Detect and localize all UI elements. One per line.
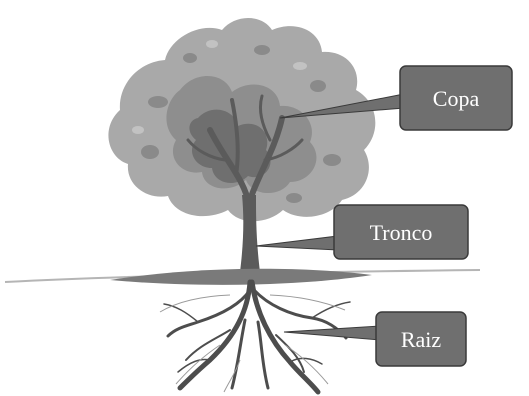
tree-root-hairs: [159, 294, 346, 393]
crown-label: Copa: [433, 86, 480, 111]
trunk-label: Tronco: [370, 220, 433, 245]
callout-crown: Copa: [279, 65, 513, 131]
tree-trunk: [240, 195, 260, 272]
root-label: Raiz: [401, 327, 442, 352]
tree-roots: [163, 279, 351, 395]
callout-root: Raiz: [283, 311, 467, 367]
tree-crown: [108, 18, 376, 222]
callout-trunk: Tronco: [255, 204, 469, 260]
ground: [4, 268, 481, 285]
